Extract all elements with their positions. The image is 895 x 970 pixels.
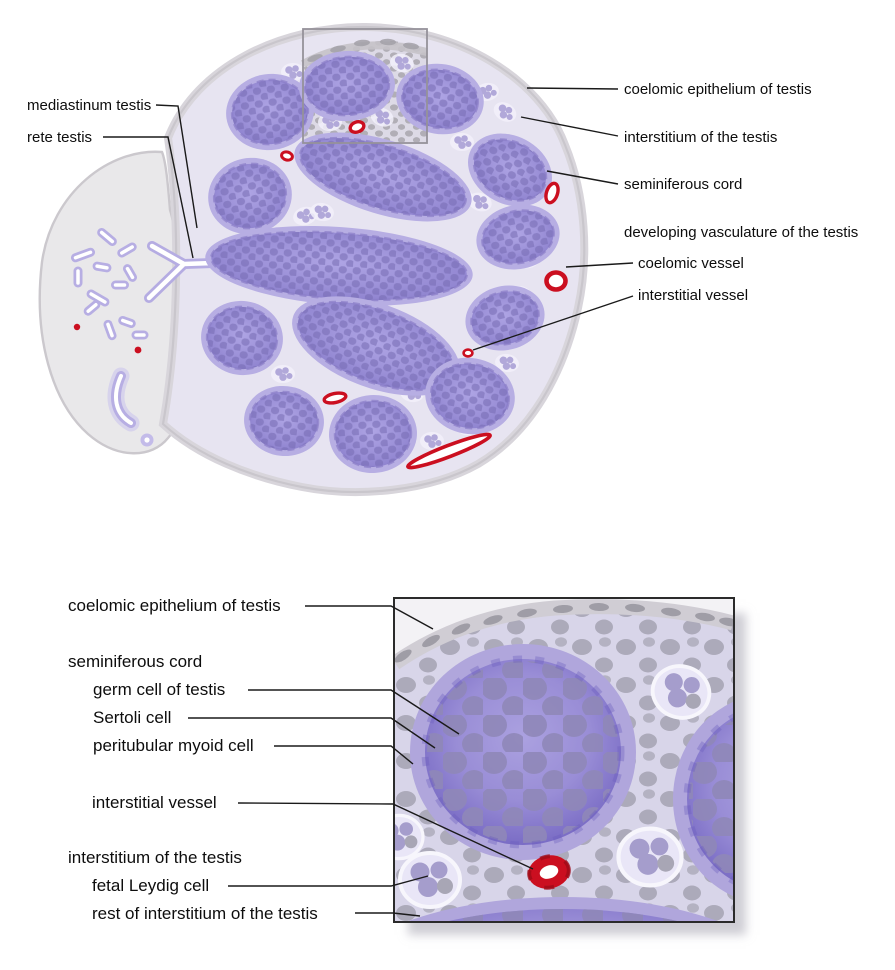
label-interstitium-of-the-testis: interstitium of the testis — [624, 129, 778, 146]
main-seminiferous-cord — [410, 644, 636, 860]
label-seminiferous-cord: seminiferous cord — [624, 176, 743, 193]
blood-vessels — [280, 120, 568, 470]
efferent-tubule — [107, 367, 154, 447]
label-inset-seminiferous-cord-heading: seminiferous cord — [68, 652, 203, 671]
epithelium-cells — [395, 602, 733, 663]
label-inset-interstitial-vessel: interstitial vessel — [92, 793, 217, 812]
bottom-cord-band — [408, 897, 718, 921]
label-inset-rest-of-interstitium: rest of interstitium of the testis — [92, 904, 318, 923]
inset-detail-illustration — [395, 599, 733, 921]
inset-interstitial-vessel — [527, 854, 571, 890]
magnified-region-marker — [302, 28, 428, 144]
label-rete-testis: rete testis — [27, 129, 93, 146]
interstitial-vessel-shape — [462, 348, 474, 358]
label-inset-sertoli-cell: Sertoli cell — [93, 708, 172, 727]
right-seminiferous-cord — [673, 701, 733, 897]
rete-lobe — [38, 150, 180, 455]
label-mediastinum-testis: mediastinum testis — [27, 97, 152, 114]
label-inset-germ-cell: germ cell of testis — [93, 680, 226, 699]
label-interstitial-vessel: interstitial vessel — [638, 287, 749, 304]
label-inset-coelomic-epithelium: coelomic epithelium of testis — [68, 596, 281, 615]
label-inset-fetal-leydig-cell: fetal Leydig cell — [92, 876, 210, 895]
small-vessel-dot — [134, 346, 142, 354]
coelomic-vessel-shape — [544, 270, 568, 292]
label-inset-interstitium-heading: interstitium of the testis — [68, 848, 242, 867]
inset-detail-panel — [393, 597, 735, 923]
label-coelomic-vessel: coelomic vessel — [638, 255, 744, 272]
label-coelomic-epithelium-of-testis: coelomic epithelium of testis — [624, 81, 812, 98]
small-vessel-dot — [73, 323, 81, 331]
label-developing-vasculature-heading: developing vasculature of the testis — [624, 224, 859, 241]
label-inset-peritubular-myoid-cell: peritubular myoid cell — [93, 736, 254, 755]
